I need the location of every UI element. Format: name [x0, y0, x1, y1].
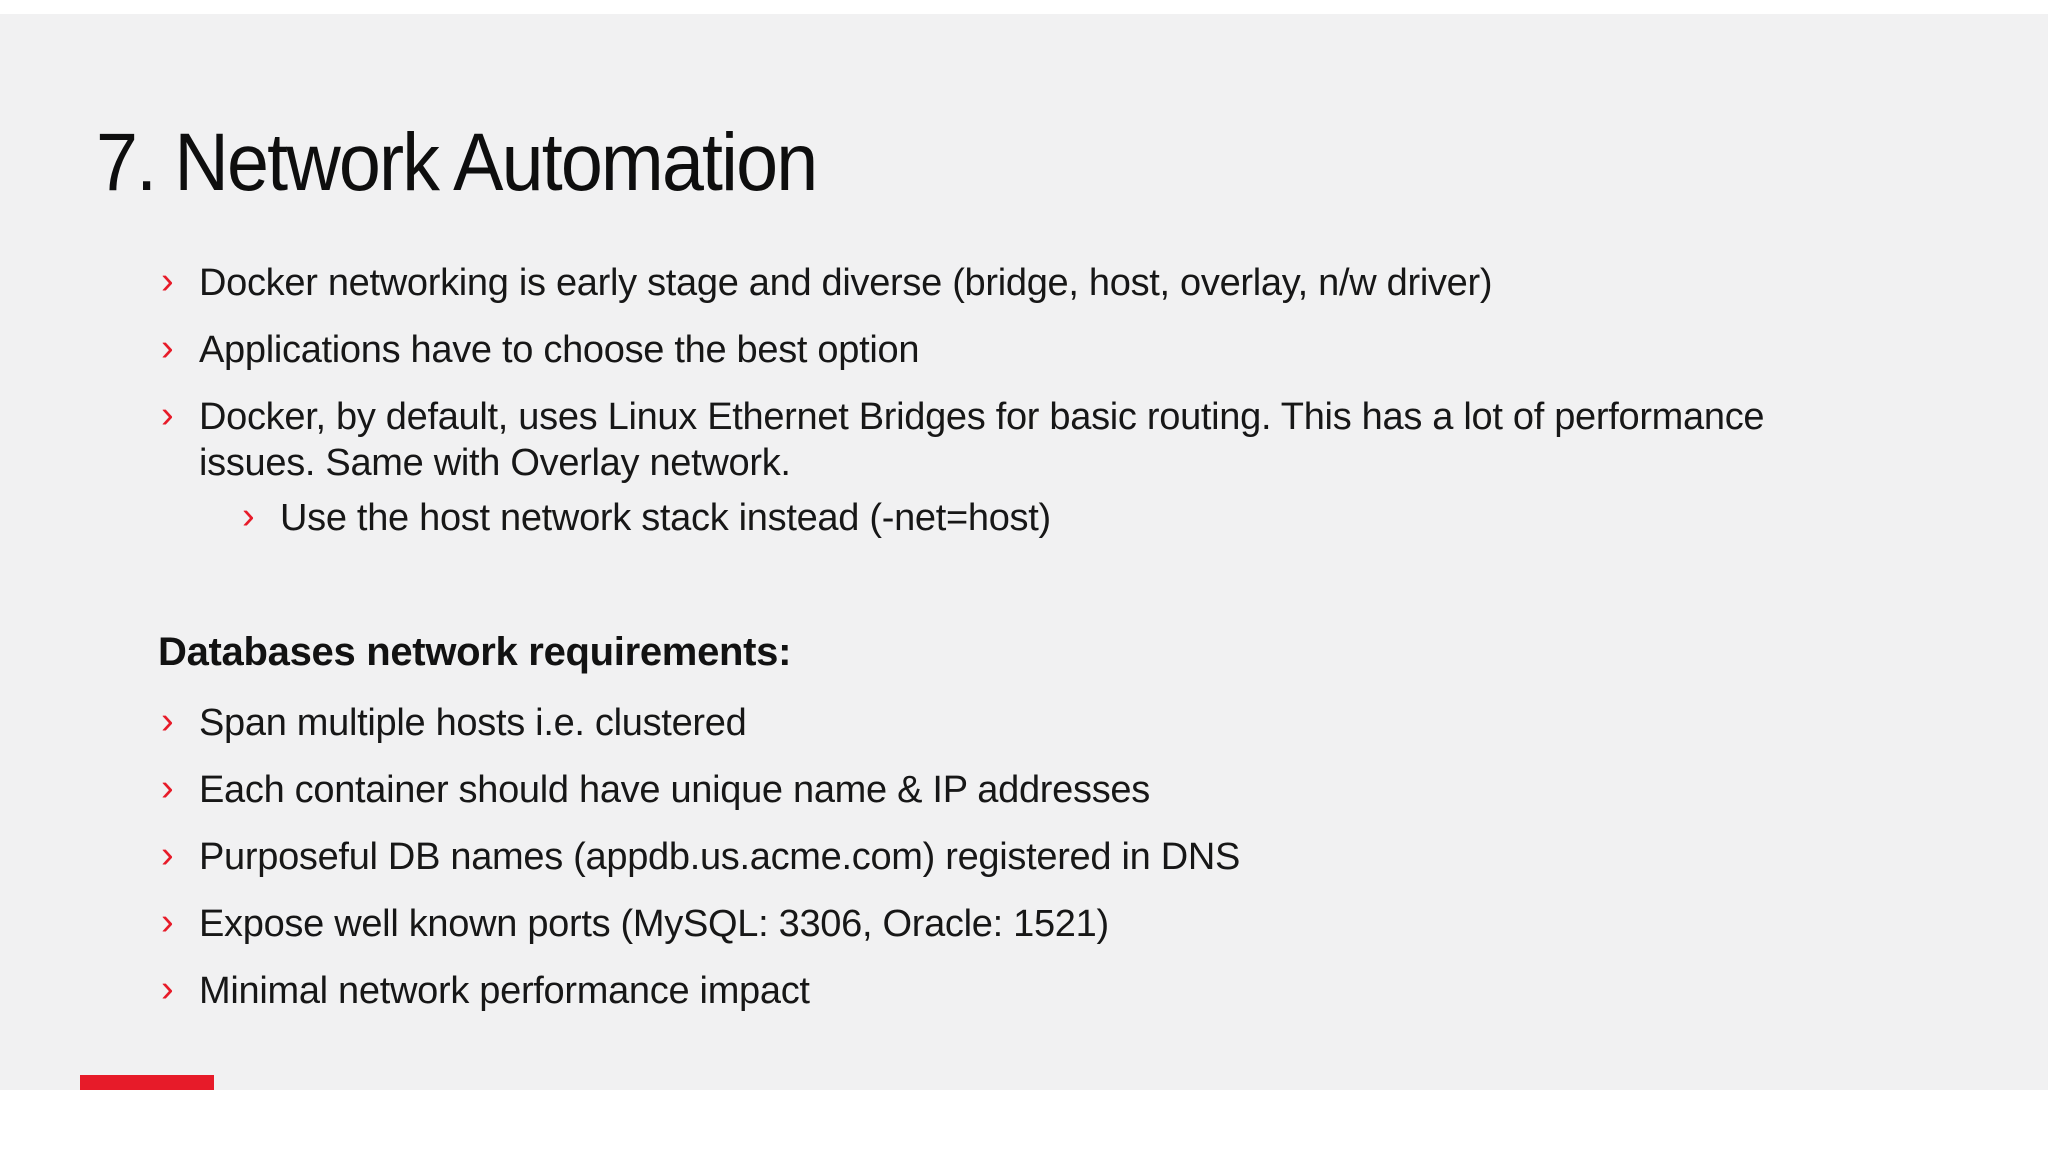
bullet-text: Expose well known ports (MySQL: 3306, Or… [199, 903, 1109, 945]
bullet-text: Span multiple hosts i.e. clustered [199, 702, 747, 744]
main-bullet-list: › Docker networking is early stage and d… [161, 260, 1849, 562]
list-item: › Minimal network performance impact [161, 968, 1240, 1014]
chevron-bullet-icon: › [161, 260, 174, 302]
chevron-bullet-icon: › [161, 327, 174, 369]
list-item: › Docker networking is early stage and d… [161, 260, 1849, 306]
bullet-text: Docker networking is early stage and div… [199, 262, 1493, 304]
list-item: › Each container should have unique name… [161, 767, 1240, 813]
chevron-bullet-icon: › [161, 767, 174, 809]
list-item: › Expose well known ports (MySQL: 3306, … [161, 901, 1240, 947]
chevron-bullet-icon: › [161, 901, 174, 943]
red-accent-bar [80, 1075, 214, 1090]
bullet-text: Minimal network performance impact [199, 970, 810, 1012]
db-requirements-list: › Span multiple hosts i.e. clustered › E… [161, 700, 1240, 1035]
list-item: › Span multiple hosts i.e. clustered [161, 700, 1240, 746]
bullet-text: Purposeful DB names (appdb.us.acme.com) … [199, 836, 1241, 878]
list-item: › Applications have to choose the best o… [161, 327, 1849, 373]
chevron-bullet-icon: › [161, 394, 174, 436]
slide-title: 7. Network Automation [96, 116, 818, 208]
chevron-bullet-icon: › [161, 700, 174, 742]
bullet-text: Applications have to choose the best opt… [199, 329, 920, 371]
bullet-text: Each container should have unique name &… [199, 769, 1150, 811]
sub-list-item: › Use the host network stack instead (-n… [242, 495, 1849, 541]
slide-canvas: 7. Network Automation › Docker networkin… [0, 14, 2048, 1090]
list-item: › Docker, by default, uses Linux Etherne… [161, 394, 1849, 486]
chevron-bullet-icon: › [161, 968, 174, 1010]
bullet-text: Use the host network stack instead (-net… [280, 497, 1051, 539]
chevron-bullet-icon: › [161, 834, 174, 876]
section-heading: Databases network requirements: [158, 630, 792, 674]
chevron-bullet-icon: › [242, 495, 255, 537]
list-item: › Purposeful DB names (appdb.us.acme.com… [161, 834, 1240, 880]
bullet-text: Docker, by default, uses Linux Ethernet … [199, 396, 1765, 484]
